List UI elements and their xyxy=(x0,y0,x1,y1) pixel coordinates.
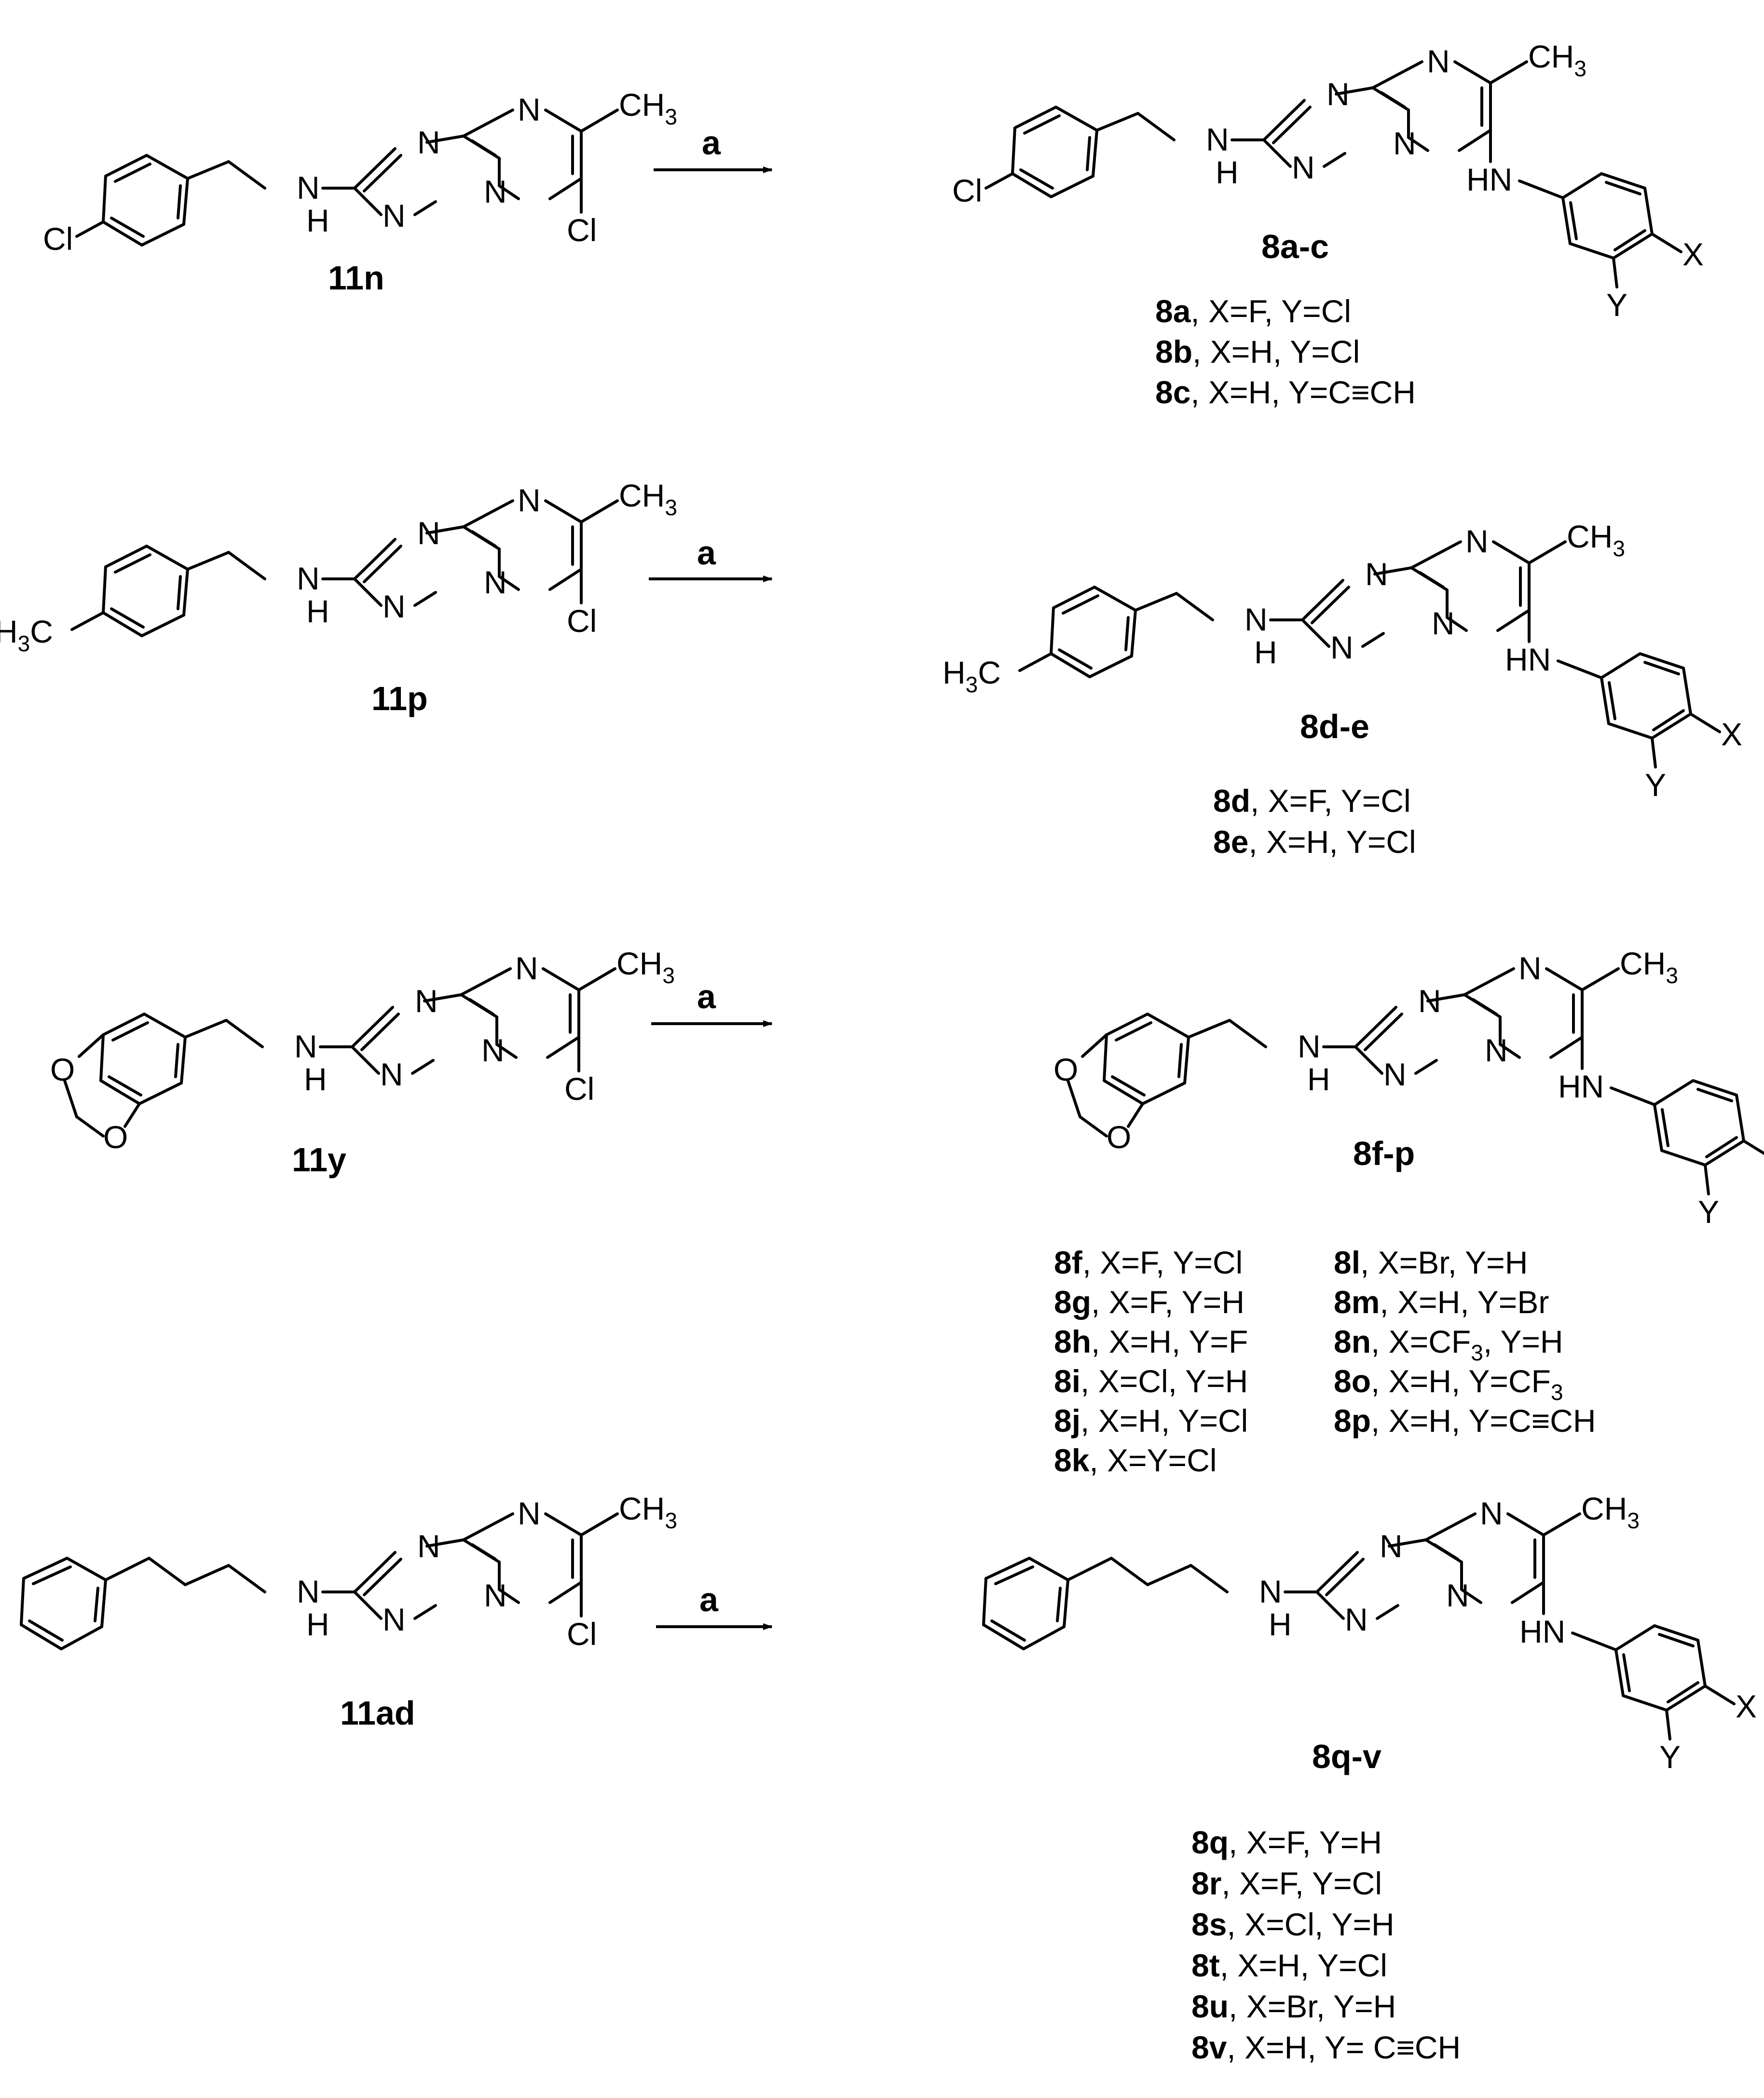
compound-11y-structure xyxy=(50,946,675,1155)
variant-8o: 8o, X=H, Y=CF3 xyxy=(1334,1363,1563,1405)
variant-8r: 8r, X=F, Y=Cl xyxy=(1191,1865,1382,1901)
compound-label-11n: 11n xyxy=(328,259,384,297)
variant-8b: 8b, X=H, Y=Cl xyxy=(1155,334,1360,370)
variant-8k: 8k, X=Y=Cl xyxy=(1054,1442,1217,1478)
product-8q-v-structure xyxy=(984,1491,1757,1775)
variant-8h: 8h, X=H, Y=F xyxy=(1054,1324,1248,1359)
compound-label-11ad: 11ad xyxy=(340,1694,415,1732)
row-1: 11n a 8a-c 8a, X=F, Y=Cl 8b, X=H, Y=Cl 8… xyxy=(43,39,1704,410)
arrow-label-a-1: a xyxy=(702,124,721,162)
variant-8c: 8c, X=H, Y=C≡CH xyxy=(1155,374,1416,410)
variant-8m: 8m, X=H, Y=Br xyxy=(1334,1284,1549,1320)
variant-8u: 8u, X=Br, Y=H xyxy=(1191,1988,1396,2024)
variant-8v: 8v, X=H, Y= C≡CH xyxy=(1191,2029,1461,2065)
compound-label-8q-v: 8q-v xyxy=(1312,1738,1381,1775)
variant-8f: 8f, X=F, Y=Cl xyxy=(1054,1245,1243,1280)
row-2: 11p a 8d-e 8d, X=F, Y=Cl 8e, X=H, Y=Cl xyxy=(0,478,1742,860)
compound-label-8f-p: 8f-p xyxy=(1353,1135,1415,1172)
product-8d-e-structure xyxy=(943,519,1742,803)
variant-8j: 8j, X=H, Y=Cl xyxy=(1054,1403,1248,1439)
variant-8p: 8p, X=H, Y=C≡CH xyxy=(1334,1403,1596,1439)
row-3: 11y a 8f-p 8f, X=F, Y=Cl 8g, X=F, Y=H 8h… xyxy=(50,946,1764,1478)
variant-8i: 8i, X=Cl, Y=H xyxy=(1054,1363,1248,1399)
compound-11ad-structure xyxy=(21,1491,677,1652)
compound-label-11y: 11y xyxy=(292,1141,346,1179)
variant-8d: 8d, X=F, Y=Cl xyxy=(1213,783,1411,819)
variant-8l: 8l, X=Br, Y=H xyxy=(1334,1245,1528,1280)
variant-8e: 8e, X=H, Y=Cl xyxy=(1213,824,1416,860)
compound-11n-structure xyxy=(43,87,677,257)
compound-label-8d-e: 8d-e xyxy=(1300,708,1369,745)
variant-8q: 8q, X=F, Y=H xyxy=(1191,1824,1382,1860)
product-8f-p-structure xyxy=(1053,946,1764,1230)
arrow-label-a-2: a xyxy=(697,534,716,572)
variant-8g: 8g, X=F, Y=H xyxy=(1054,1284,1244,1320)
compound-11p-structure xyxy=(0,478,677,656)
variant-8a: 8a, X=F, Y=Cl xyxy=(1155,293,1351,329)
variant-8n: 8n, X=CF3, Y=H xyxy=(1334,1324,1563,1365)
compound-label-11p: 11p xyxy=(371,680,428,717)
variant-8s: 8s, X=Cl, Y=H xyxy=(1191,1906,1395,1942)
row-4: 11ad a 8q-v 8q, X=F, Y=H 8r, X=F, Y=Cl 8… xyxy=(21,1491,1757,2065)
arrow-label-a-3: a xyxy=(697,978,716,1015)
variant-8t: 8t, X=H, Y=Cl xyxy=(1191,1947,1387,1983)
compound-label-8a-c: 8a-c xyxy=(1261,228,1329,265)
product-8a-c-structure xyxy=(952,39,1704,323)
arrow-label-a-4: a xyxy=(699,1581,719,1618)
